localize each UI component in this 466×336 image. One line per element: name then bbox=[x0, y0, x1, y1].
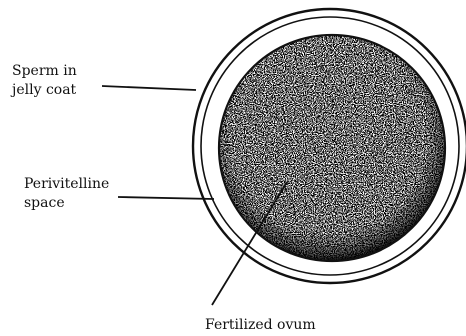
label-perivitelline-space: Perivitelline space bbox=[24, 175, 134, 213]
label-fertilized-ovum: Fertilized ovum bbox=[205, 316, 375, 335]
label-sperm-in-jelly-coat: Sperm in jelly coat bbox=[12, 62, 122, 100]
fertilized-ovum bbox=[219, 35, 445, 261]
